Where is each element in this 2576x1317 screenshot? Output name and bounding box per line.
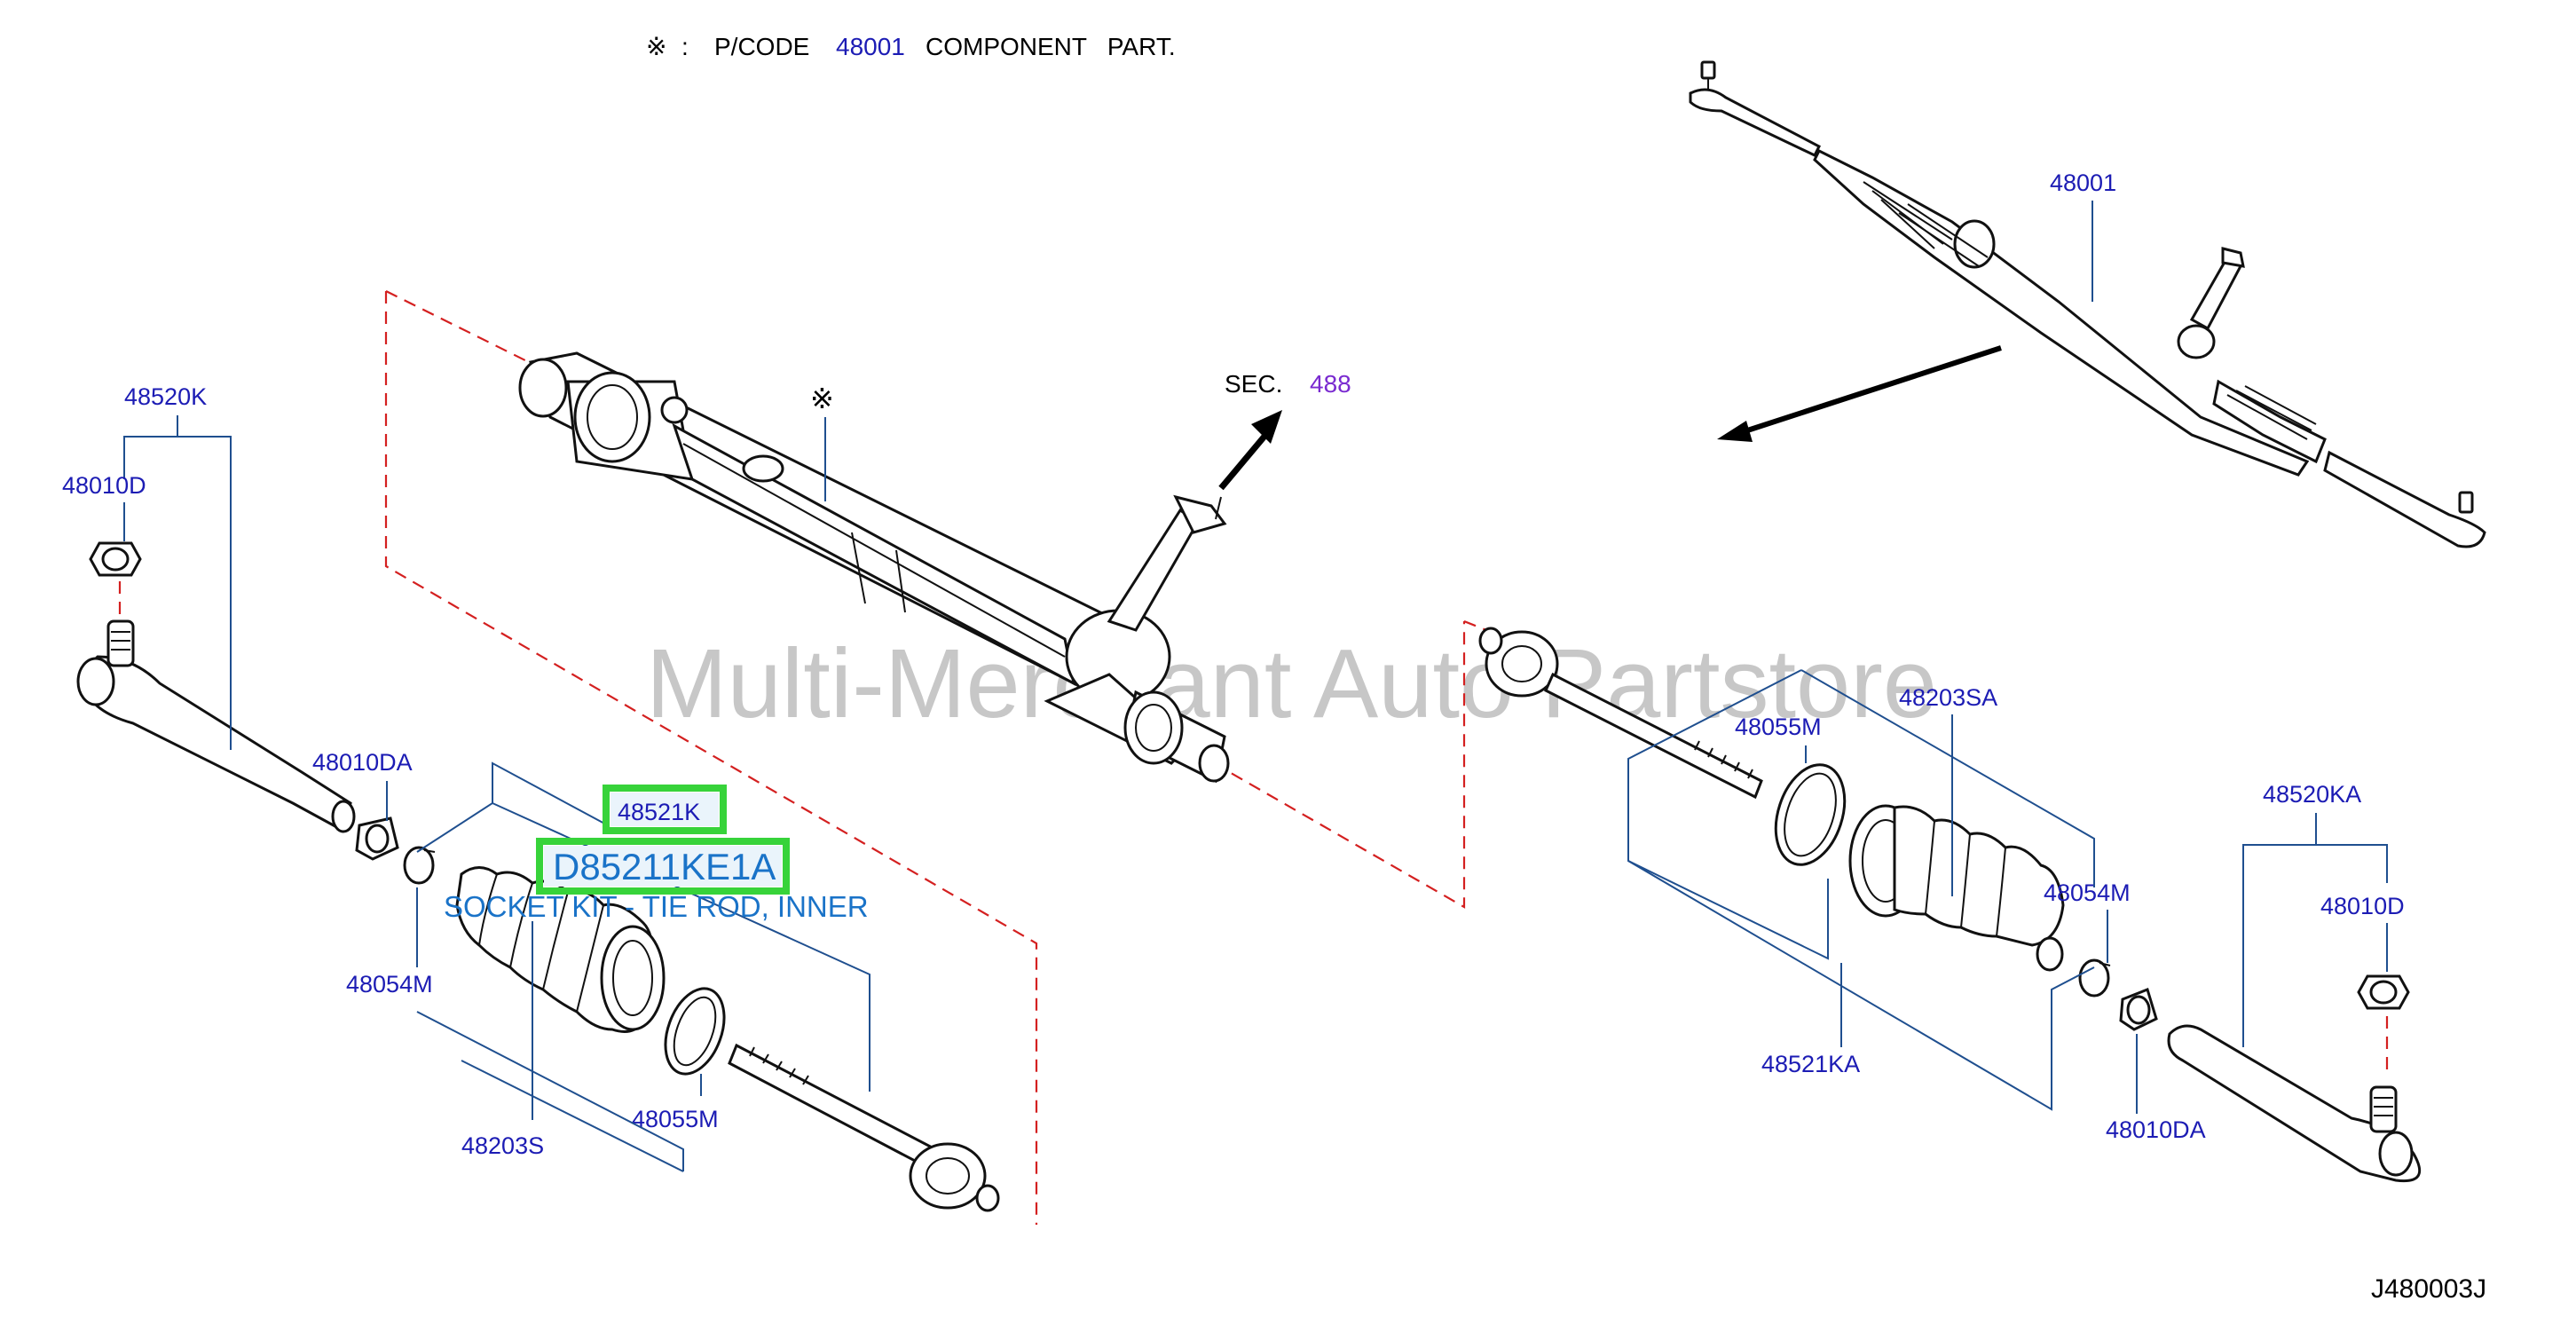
header-separator: : [681,33,689,60]
outer-tie-rod-end-left[interactable] [76,619,356,833]
part-label-48520K[interactable]: 48520K [124,383,207,410]
part-label-48054M-right[interactable]: 48054M [2044,879,2131,906]
boot-clamp-48055M-left[interactable] [655,981,736,1082]
nut-48010D-right[interactable] [2357,974,2410,1010]
pcode-label: P/CODE [714,33,809,60]
section-prefix: SEC. [1225,370,1282,398]
steering-gear-assembly-overview[interactable] [1689,60,2486,548]
inner-tie-rod-left[interactable] [728,1043,1000,1212]
highlight-part-number[interactable]: 48521K [618,799,700,825]
header-pcode-note: ※ : P/CODE 48001 COMPONENT PART. [646,33,1176,60]
highlight-code[interactable]: D85211KE1A [553,846,776,887]
section-arrow-icon [1218,410,1282,491]
part-label-48055M-right[interactable]: 48055M [1735,714,1822,740]
dashed-group-left [384,290,1466,1225]
inner-tie-rod-right[interactable] [1478,627,1763,800]
pcode-tail-text: COMPONENT PART. [926,33,1176,60]
part-label-48055M-left[interactable]: 48055M [632,1106,719,1132]
highlight-code-box [536,838,790,895]
highlight-callout[interactable]: 48521K D85211KE1A SOCKET KIT - TIE ROD, … [444,785,869,923]
part-label-48054M-left[interactable]: 48054M [346,971,433,998]
outer-tie-rod-end-right[interactable] [2167,1024,2422,1183]
nut-48010DA-left[interactable] [355,816,399,861]
boot-48203S[interactable] [455,866,666,1033]
boot-48203SA[interactable] [1848,804,2065,972]
part-label-48001[interactable]: 48001 [2050,170,2116,196]
part-label-48520KA[interactable]: 48520KA [2263,781,2361,808]
steering-rack-assembly[interactable] [518,351,1230,784]
watermark-text: Multi-Merchant Auto Partstore [646,629,1937,738]
section-number-link[interactable]: 488 [1310,370,1351,398]
part-label-48010D-left[interactable]: 48010D [62,472,146,499]
clamp-48054M-right[interactable] [2078,958,2111,998]
section-reference[interactable]: SEC. 488 [1225,370,1351,398]
part-label-48203S[interactable]: 48203S [461,1132,544,1159]
reference-symbol: ※ [646,33,666,60]
boot-clamp-48055M-right[interactable] [1764,756,1856,874]
diagram-id: J480003J [2371,1274,2486,1304]
part-label-48203SA[interactable]: 48203SA [1899,684,1997,711]
part-label-48010D-right[interactable]: 48010D [2320,893,2405,919]
clamp-48054M-left[interactable] [403,846,436,885]
nut-48010D-left[interactable] [89,541,142,577]
rack-asterisk-marker: ※ [810,382,834,414]
part-label-48521KA[interactable]: 48521KA [1761,1051,1860,1077]
nut-48010DA-right[interactable] [2119,988,2158,1031]
part-label-48010DA-right[interactable]: 48010DA [2106,1116,2206,1143]
highlight-part-box [603,785,727,834]
highlight-description: SOCKET KIT - TIE ROD, INNER [444,890,869,923]
part-label-48010DA-left[interactable]: 48010DA [312,749,413,776]
pcode-value-link[interactable]: 48001 [836,33,905,60]
direction-arrow-icon [1717,345,2002,442]
